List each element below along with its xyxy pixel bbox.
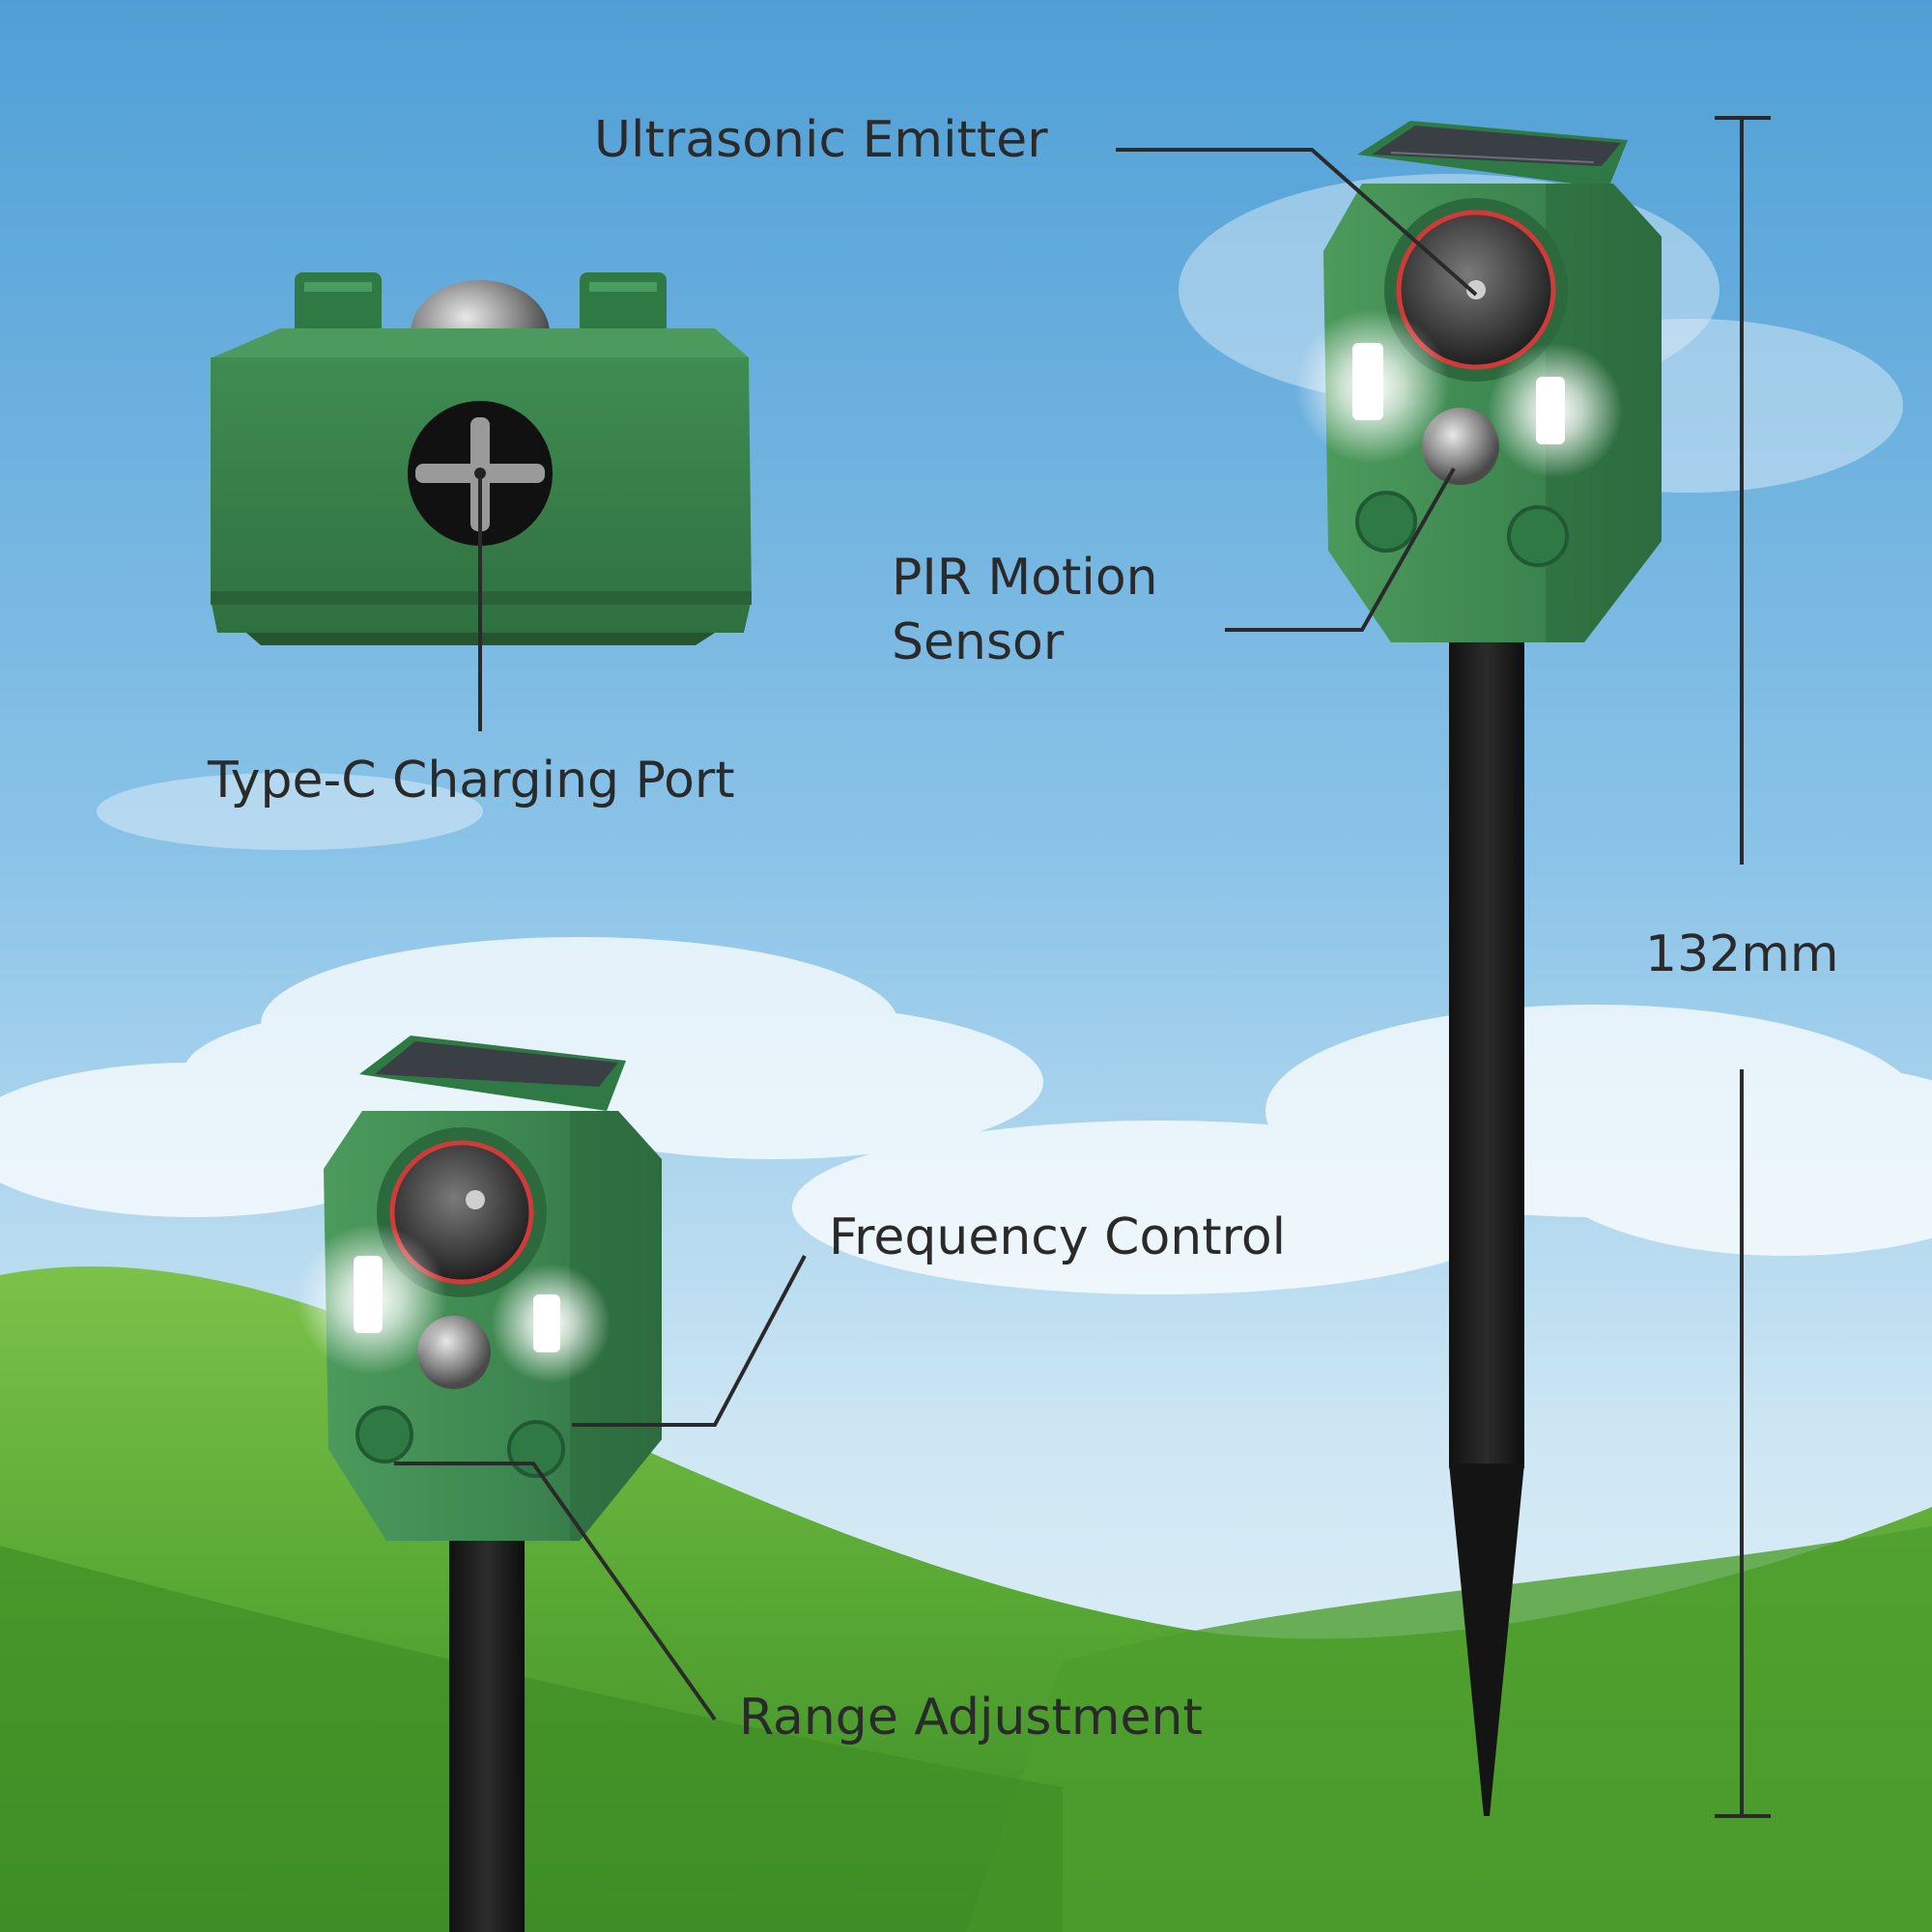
label-ultrasonic-emitter: Ultrasonic Emitter xyxy=(594,111,1048,169)
label-type-c-charging-port: Type-C Charging Port xyxy=(208,752,735,810)
ultrasonic-speaker-icon xyxy=(389,1140,534,1285)
ground-stake xyxy=(449,1531,525,1932)
usb-c-port-icon xyxy=(408,401,553,546)
solar-panel-icon xyxy=(1357,121,1628,188)
device-full-view xyxy=(1294,121,1662,1816)
control-knob-icon xyxy=(295,272,667,340)
callout-line-pir xyxy=(1225,468,1456,632)
label-range-adjustment: Range Adjustment xyxy=(739,1689,1203,1747)
callout-line-frequency xyxy=(572,1255,807,1427)
callout-line-ultrasonic xyxy=(1116,148,1478,297)
control-knob-icon xyxy=(1355,491,1569,567)
ground-stake xyxy=(1449,628,1524,1468)
control-knob-icon xyxy=(355,1406,565,1478)
label-pir-motion-sensor: PIR Motion Sensor xyxy=(892,549,1158,671)
led-light-icon xyxy=(1294,309,1623,478)
dimension-label: 132mm xyxy=(1645,925,1839,983)
dimension-bracket xyxy=(1715,116,1771,1818)
device-front-view xyxy=(297,1036,662,1932)
solar-panel-icon xyxy=(359,1036,626,1111)
callout-line-range xyxy=(394,1462,717,1721)
led-light-icon xyxy=(297,1224,611,1383)
label-frequency-control: Frequency Control xyxy=(829,1208,1287,1266)
pir-sensor-dome-icon xyxy=(1422,408,1499,485)
